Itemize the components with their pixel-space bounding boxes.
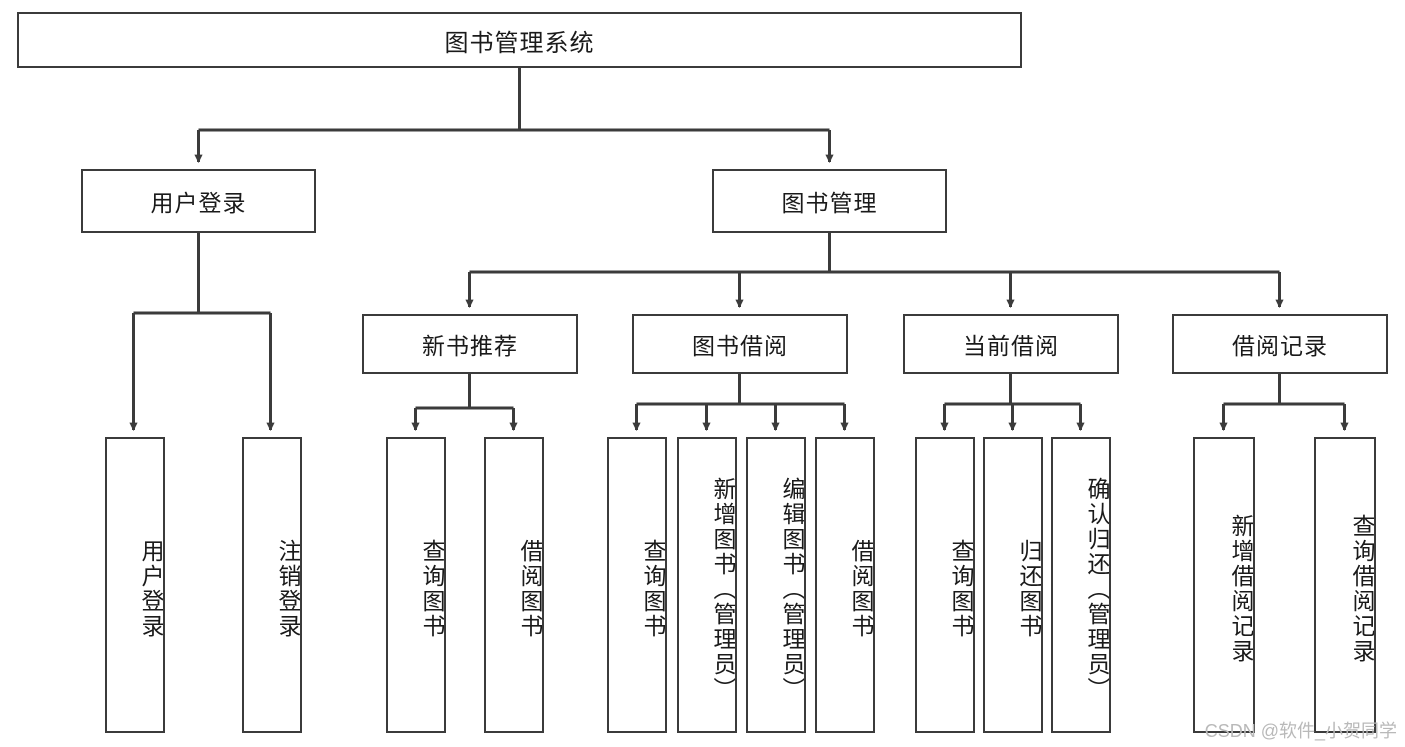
node-leaf-add-book[interactable]: 新增图书（管理员） bbox=[677, 437, 737, 733]
node-new-book-recommend-label: 新书推荐 bbox=[422, 333, 518, 359]
node-leaf-query-book-c-label: 查询图书 bbox=[948, 539, 974, 639]
node-book-borrow-label: 图书借阅 bbox=[692, 333, 788, 359]
node-leaf-query-book-a[interactable]: 查询图书 bbox=[386, 437, 446, 733]
node-leaf-user-logout-label: 注销登录 bbox=[275, 539, 301, 639]
node-leaf-confirm-return-label: 确认归还（管理员） bbox=[1084, 476, 1110, 702]
node-book-borrow[interactable]: 图书借阅 bbox=[632, 314, 848, 374]
node-leaf-user-login[interactable]: 用户登录 bbox=[105, 437, 165, 733]
node-leaf-confirm-return[interactable]: 确认归还（管理员） bbox=[1051, 437, 1111, 733]
node-leaf-query-record-label: 查询借阅记录 bbox=[1349, 514, 1375, 664]
node-leaf-query-book-b[interactable]: 查询图书 bbox=[607, 437, 667, 733]
node-borrow-record[interactable]: 借阅记录 bbox=[1172, 314, 1388, 374]
node-leaf-user-login-label: 用户登录 bbox=[138, 539, 164, 639]
node-leaf-borrow-book-a-label: 借阅图书 bbox=[517, 539, 543, 639]
node-leaf-return-book[interactable]: 归还图书 bbox=[983, 437, 1043, 733]
node-leaf-add-record-label: 新增借阅记录 bbox=[1228, 514, 1254, 664]
node-leaf-query-record[interactable]: 查询借阅记录 bbox=[1314, 437, 1376, 733]
node-leaf-add-record[interactable]: 新增借阅记录 bbox=[1193, 437, 1255, 733]
node-leaf-add-book-label: 新增图书（管理员） bbox=[710, 476, 736, 702]
node-leaf-user-logout[interactable]: 注销登录 bbox=[242, 437, 302, 733]
node-leaf-return-book-label: 归还图书 bbox=[1016, 539, 1042, 639]
node-current-borrow-label: 当前借阅 bbox=[963, 333, 1059, 359]
node-user-login-label: 用户登录 bbox=[150, 190, 247, 216]
node-current-borrow[interactable]: 当前借阅 bbox=[903, 314, 1119, 374]
node-leaf-borrow-book-b[interactable]: 借阅图书 bbox=[815, 437, 875, 733]
node-leaf-edit-book[interactable]: 编辑图书（管理员） bbox=[746, 437, 806, 733]
node-leaf-borrow-book-a[interactable]: 借阅图书 bbox=[484, 437, 544, 733]
node-root-label: 图书管理系统 bbox=[444, 29, 595, 57]
node-leaf-edit-book-label: 编辑图书（管理员） bbox=[779, 476, 805, 702]
node-book-manage-label: 图书管理 bbox=[781, 190, 878, 216]
node-leaf-borrow-book-b-label: 借阅图书 bbox=[848, 539, 874, 639]
node-user-login[interactable]: 用户登录 bbox=[81, 169, 316, 233]
node-root[interactable]: 图书管理系统 bbox=[17, 12, 1022, 68]
node-book-manage[interactable]: 图书管理 bbox=[712, 169, 947, 233]
node-borrow-record-label: 借阅记录 bbox=[1232, 333, 1328, 359]
node-leaf-query-book-a-label: 查询图书 bbox=[419, 539, 445, 639]
node-leaf-query-book-b-label: 查询图书 bbox=[640, 539, 666, 639]
node-leaf-query-book-c[interactable]: 查询图书 bbox=[915, 437, 975, 733]
node-new-book-recommend[interactable]: 新书推荐 bbox=[362, 314, 578, 374]
